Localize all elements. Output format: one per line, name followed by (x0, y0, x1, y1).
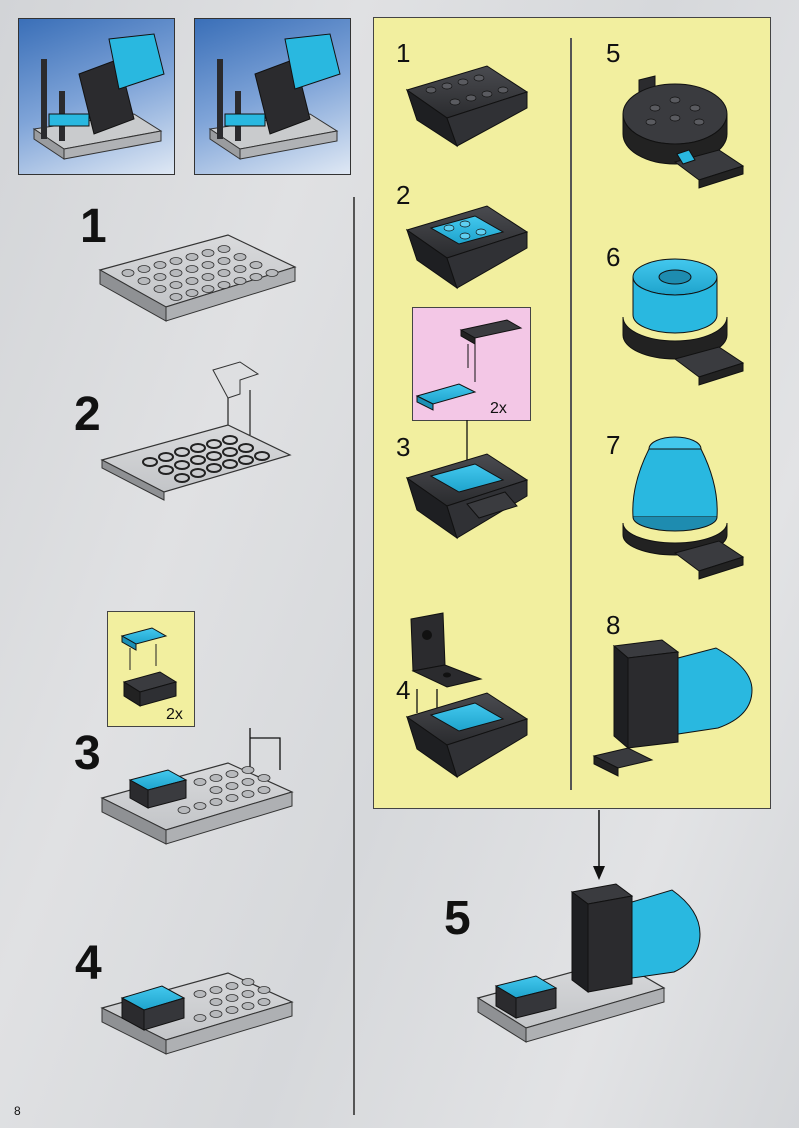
sub-step-number-4: 4 (396, 675, 411, 705)
step-number-1: 1 (80, 200, 107, 253)
step3-quantity: 2x (166, 706, 183, 723)
sub-step-number-2: 2 (396, 180, 411, 210)
sub-step3-assembly (405, 420, 529, 540)
step-number-4: 4 (75, 937, 102, 990)
sub-step-number-6: 6 (606, 242, 621, 272)
step1-gray-plate (98, 234, 297, 322)
sub-step8-cone-sideways (592, 639, 753, 777)
sub-step3-callout (412, 307, 531, 421)
step-number-3: 3 (74, 727, 101, 780)
sub-step7-cone (622, 436, 745, 580)
column-divider (353, 197, 355, 1115)
sub-step2-slope-with-blue (405, 205, 529, 290)
page-number: 8 (14, 1104, 21, 1118)
panel-to-final-arrow (593, 810, 605, 880)
step3-plate-with-part (100, 728, 294, 845)
sub-step1-black-slope (405, 65, 529, 148)
sub-step-number-1: 1 (396, 38, 411, 68)
final-step-number: 5 (444, 892, 471, 945)
sub-step5-turntable (622, 75, 745, 189)
step-number-2: 2 (74, 388, 101, 441)
sub-panel-divider (570, 38, 572, 790)
sub-step6-turntable-blue (622, 258, 745, 386)
step3-callout (107, 611, 195, 727)
sub-step4-assembly (405, 612, 529, 779)
preview-thumbnail-before (18, 18, 175, 175)
sub-step3-quantity: 2x (490, 400, 507, 417)
sub-step-number-8: 8 (606, 610, 621, 640)
sub-step-number-7: 7 (606, 430, 621, 460)
step4-plate-with-assembly (100, 972, 294, 1055)
final-assembly (476, 883, 701, 1043)
step2-plate-underside (100, 361, 292, 501)
sub-step-number-3: 3 (396, 432, 411, 462)
sub-step-number-5: 5 (606, 38, 621, 68)
preview-thumbnail-after (194, 18, 351, 175)
